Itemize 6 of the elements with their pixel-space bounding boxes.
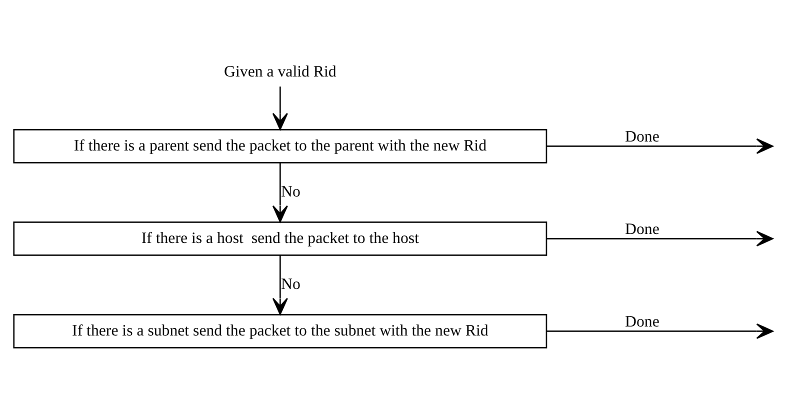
edge-label: No (281, 276, 300, 293)
edge-label: Done (625, 220, 660, 238)
edge-label: Done (625, 313, 660, 330)
node-text: Given a valid Rid (224, 62, 336, 80)
edge-label: No (281, 183, 300, 200)
edge-label: Done (625, 128, 660, 146)
